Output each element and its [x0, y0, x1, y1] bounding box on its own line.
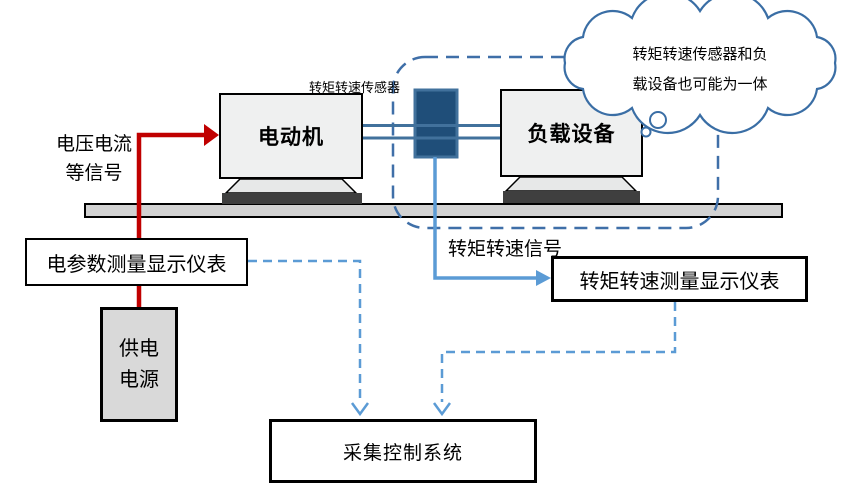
- motor-label: 电动机: [258, 125, 324, 149]
- power-line-arrowhead: [204, 124, 219, 146]
- tmeter-daq-connector: [440, 302, 677, 402]
- cloud-note: 转矩转速传感器和负 载设备也可能为一体: [597, 40, 803, 100]
- cloud-note-line1: 转矩转速传感器和负: [632, 47, 768, 63]
- emeter-daq-arrowhead: [350, 402, 370, 417]
- power-supply-label-line2: 电源: [119, 368, 159, 391]
- power-supply-box: 供电 电源: [100, 307, 178, 422]
- thought-cloud: [563, 0, 837, 135]
- daq-box: 采集控制系统: [269, 419, 537, 483]
- load-mount-bar: [503, 191, 640, 203]
- tmeter-daq-arrowhead: [432, 402, 452, 417]
- motor-box: 电动机: [219, 93, 363, 179]
- torque-sensor-label: 转矩转速传感器: [309, 80, 401, 95]
- thought-cloud-bubble-small: [640, 126, 652, 138]
- sensor-load-dashed-enclosure: [391, 55, 720, 230]
- voltage-label-line2: 等信号: [65, 163, 123, 184]
- load-label: 负载设备: [527, 122, 616, 146]
- thought-cloud-bubble-large: [649, 111, 667, 129]
- electric-meter-label: 电参数测量显示仪表: [46, 253, 227, 276]
- emeter-daq-connector: [248, 259, 362, 402]
- torque-signal-label: 转矩转速信号: [448, 239, 563, 260]
- daq-label: 采集控制系统: [342, 442, 463, 464]
- power-supply-label-line1: 供电: [119, 337, 159, 360]
- electric-meter-box: 电参数测量显示仪表: [25, 238, 248, 286]
- torque-signal-line: [433, 157, 537, 280]
- cloud-note-line2: 载设备也可能为一体: [632, 77, 768, 93]
- voltage-current-signal-label: 电压电流 等信号: [44, 130, 144, 188]
- torque-signal-arrowhead: [536, 270, 551, 286]
- torque-meter-box: 转矩转速测量显示仪表: [551, 256, 808, 302]
- motor-mount-bar: [222, 193, 362, 204]
- torque-meter-label: 转矩转速测量显示仪表: [579, 270, 780, 293]
- voltage-label-line1: 电压电流: [55, 134, 132, 155]
